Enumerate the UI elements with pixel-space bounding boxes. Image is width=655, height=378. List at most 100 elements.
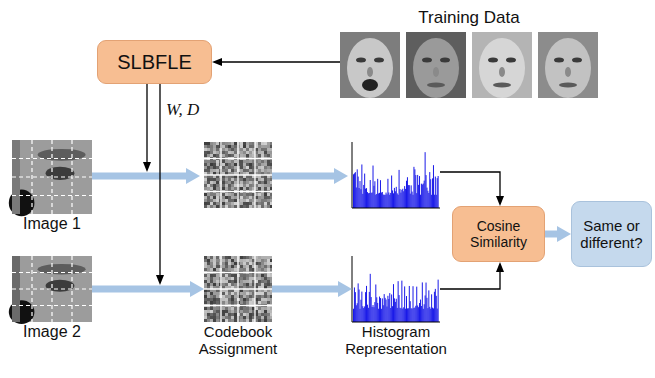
code-cell: [249, 178, 252, 181]
code-cell: [261, 181, 264, 184]
code-cell: [213, 181, 216, 184]
box-label: Cosine Similarity: [457, 218, 540, 250]
code-cell: [222, 313, 225, 316]
code-cell: [249, 184, 252, 187]
code-cell: [234, 274, 237, 277]
code-cell: [267, 193, 270, 196]
code-cell: [270, 199, 272, 202]
code-cell: [249, 199, 252, 202]
code-cell: [210, 196, 213, 199]
code-cell: [243, 301, 246, 304]
code-cell: [231, 280, 234, 283]
code-cell: [216, 307, 219, 310]
histogram-bar: [369, 292, 370, 322]
histogram-bar: [419, 176, 420, 208]
code-cell: [264, 319, 267, 322]
code-cell: [249, 295, 252, 298]
code-cell: [228, 277, 231, 280]
code-cell: [207, 265, 210, 268]
code-cell: [216, 178, 219, 181]
code-cell: [204, 151, 207, 154]
code-cell: [243, 187, 246, 190]
code-cell: [258, 169, 261, 172]
face-crop: [9, 140, 92, 216]
code-cell: [222, 256, 225, 259]
histogram-bar: [405, 309, 406, 322]
code-cell: [264, 163, 267, 166]
histogram-bar: [408, 308, 409, 322]
code-cell: [261, 283, 264, 286]
code-cell: [264, 307, 267, 310]
code-cell: [243, 307, 246, 310]
code-cell: [207, 280, 210, 283]
code-cell: [216, 268, 219, 271]
code-cell: [222, 265, 225, 268]
eye: [440, 58, 450, 63]
code-cell: [204, 262, 207, 265]
code-cell: [243, 298, 246, 301]
code-cell: [210, 184, 213, 187]
code-cell: [234, 310, 237, 313]
code-cell: [228, 259, 231, 262]
histogram-bar: [412, 309, 413, 322]
code-cell: [204, 166, 207, 169]
histogram-bar: [396, 299, 397, 322]
photo-ground: [406, 32, 466, 98]
code-cell: [210, 301, 213, 304]
code-cell: [249, 313, 252, 316]
histogram-bar: [422, 282, 423, 322]
code-cell: [207, 202, 210, 205]
code-cell: [249, 148, 252, 151]
histogram-bar: [400, 189, 401, 208]
image-caption: Codebook Assignment: [183, 323, 293, 358]
code-cell: [228, 265, 231, 268]
code-cell: [207, 268, 210, 271]
code-cell: [264, 166, 267, 169]
code-cell: [234, 259, 237, 262]
histogram-bar: [425, 152, 426, 208]
code-cell: [264, 154, 267, 157]
code-cell: [213, 301, 216, 304]
decision-box: Same or different?: [571, 201, 652, 267]
code-cell: [228, 178, 231, 181]
histogram-bar: [394, 298, 395, 322]
code-cell: [267, 265, 270, 268]
code-cell: [225, 319, 228, 322]
code-cell: [243, 142, 246, 145]
code-cell: [258, 178, 261, 181]
code-cell: [270, 178, 272, 181]
code-cell: [270, 145, 272, 148]
code-cell: [246, 142, 249, 145]
code-cell: [258, 316, 261, 319]
histogram-bar: [399, 295, 400, 322]
code-cell: [258, 292, 261, 295]
code-cell: [246, 259, 249, 262]
histogram-bar: [378, 193, 379, 208]
code-cell: [261, 160, 264, 163]
code-cell: [267, 166, 270, 169]
code-cell: [225, 316, 228, 319]
code-cell: [204, 145, 207, 148]
code-cell: [246, 292, 249, 295]
code-cell: [258, 205, 261, 208]
code-cell: [204, 160, 207, 163]
code-cell: [246, 313, 249, 316]
code-cell: [240, 205, 243, 208]
histogram-bar: [420, 300, 421, 322]
face-shape: [479, 38, 525, 98]
histogram-bar: [429, 307, 430, 322]
histogram-bar: [428, 290, 429, 322]
code-cell: [264, 316, 267, 319]
histogram-bar: [387, 179, 388, 208]
code-cell: [234, 202, 237, 205]
code-cell: [270, 268, 272, 271]
code-cell: [249, 292, 252, 295]
histogram-bar: [430, 309, 431, 322]
code-cell: [228, 169, 231, 172]
histogram-bar: [390, 308, 391, 322]
code-cell: [258, 160, 261, 163]
code-cell: [246, 295, 249, 298]
code-cell: [228, 196, 231, 199]
histogram-bar: [377, 179, 378, 208]
nose: [499, 67, 505, 77]
